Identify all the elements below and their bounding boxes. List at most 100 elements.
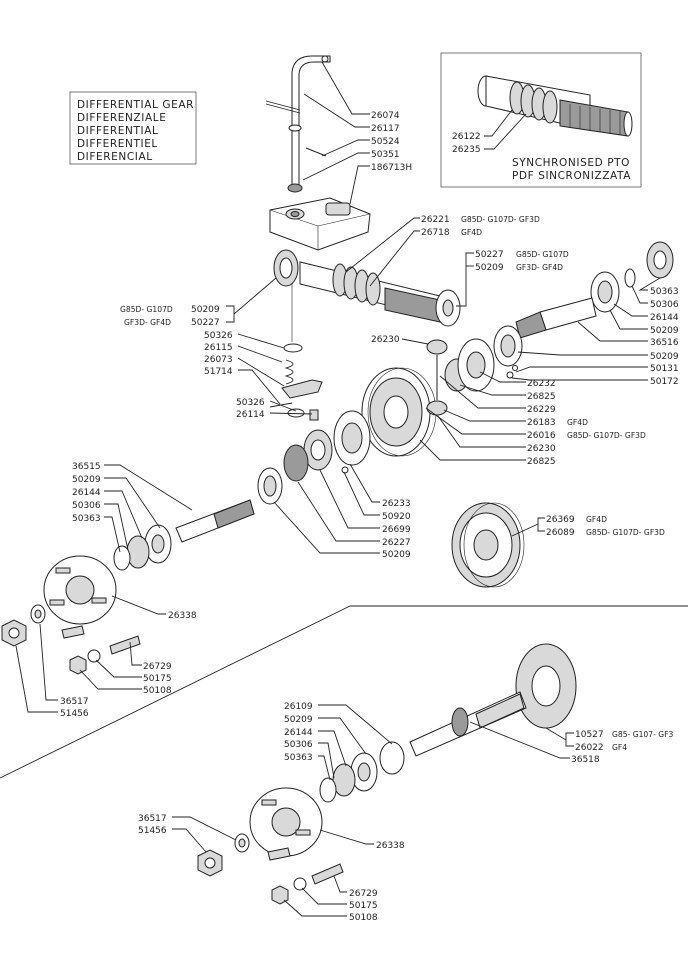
title-line-3: DIFFERENTIAL <box>77 125 158 137</box>
label-36516: 36516 <box>650 338 679 348</box>
label-50108-b: 50108 <box>349 913 378 923</box>
right-output-shaft <box>493 241 674 367</box>
label-50175-a: 50175 <box>143 674 172 684</box>
label-26825-b: 26825 <box>527 457 556 467</box>
label-36517-a: 36517 <box>60 697 89 707</box>
part-26122-label: 26122 <box>452 132 481 142</box>
label-51714: 51714 <box>204 367 233 377</box>
callout-labels: 26074 26117 50524 50351 186713H 26221 G8… <box>60 111 679 923</box>
label-50209-left: 50209 <box>191 305 220 315</box>
label-50108-a: 50108 <box>143 686 172 696</box>
label-26230-top: 26230 <box>371 335 400 345</box>
label-26109: 26109 <box>284 702 313 712</box>
label-50209-right: 50209 <box>475 263 504 273</box>
label-26117: 26117 <box>371 124 400 134</box>
label-50209-g: 50209 <box>284 715 313 725</box>
label-50306-right: 50306 <box>650 300 679 310</box>
label-26729-a: 26729 <box>143 662 172 672</box>
label-50172: 50172 <box>650 377 679 387</box>
title-line-5: DIFERENCIAL <box>77 151 153 163</box>
label-26825-a: 26825 <box>527 392 556 402</box>
label-10527: 10527 <box>575 730 604 740</box>
title-line-1: DIFFERENTIAL GEAR <box>77 99 194 111</box>
label-26369: 26369 <box>546 515 575 525</box>
label-50209-f: 50209 <box>382 550 411 560</box>
label-50920: 50920 <box>382 512 411 522</box>
label-26229: 26229 <box>527 405 556 415</box>
pto-shaft-drawing <box>477 75 633 137</box>
label-26022-models: GF4 <box>612 743 627 752</box>
title-line-4: DIFFERENTIEL <box>77 138 158 150</box>
label-50363-right: 50363 <box>650 287 679 297</box>
section-divider <box>0 605 688 779</box>
label-26233: 26233 <box>382 499 411 509</box>
label-26221-models: G85D- G107D- GF3D <box>461 215 540 224</box>
label-50209-right-c: 50209 <box>650 326 679 336</box>
diff-lock-lever-assembly <box>265 55 371 421</box>
label-26729-b: 26729 <box>349 889 378 899</box>
differential-assembly <box>257 338 518 505</box>
inset-caption-2: PDF SINCRONIZZATA <box>512 170 631 182</box>
label-51456-a: 51456 <box>60 709 89 719</box>
label-26016-models: G85D- G107D- GF3D <box>567 431 646 440</box>
label-26183: 26183 <box>527 418 556 428</box>
label-50306-b: 50306 <box>72 501 101 511</box>
label-36517-b: 36517 <box>138 814 167 824</box>
label-26089: 26089 <box>546 528 575 538</box>
leader-lines <box>15 61 661 917</box>
label-50175-b: 50175 <box>349 901 378 911</box>
alt-ring-gear <box>451 502 525 588</box>
label-26115: 26115 <box>204 343 233 353</box>
inset-caption-1: SYNCHRONISED PTO <box>512 157 630 169</box>
label-50227-left: 50227 <box>191 318 220 328</box>
label-50209-right-d: 50209 <box>650 352 679 362</box>
label-26230-b: 26230 <box>527 444 556 454</box>
label-26699: 26699 <box>382 525 411 535</box>
label-26089-models: G85D- G107D- GF3D <box>586 528 665 537</box>
label-50524: 50524 <box>371 137 400 147</box>
label-26016: 26016 <box>527 431 556 441</box>
label-26144-b: 26144 <box>72 488 101 498</box>
title-box: DIFFERENTIAL GEAR DIFFERENZIALE DIFFEREN… <box>69 91 197 165</box>
synchronised-pto-inset: 26122 26235 SYNCHRONISED PTO PDF SINCRON… <box>440 52 642 188</box>
label-26338-b: 26338 <box>376 841 405 851</box>
label-26144-c: 26144 <box>284 728 313 738</box>
label-26718: 26718 <box>421 228 450 238</box>
bearing-models-2: GF3D- GF4D <box>124 318 171 327</box>
label-50351: 50351 <box>371 150 400 160</box>
label-10527-models: G85- G107- GF3 <box>612 730 673 739</box>
label-26338-a: 26338 <box>168 611 197 621</box>
label-26221: 26221 <box>421 215 450 225</box>
label-36518: 36518 <box>571 755 600 765</box>
label-26369-models: GF4D <box>586 515 607 524</box>
label-50363-c: 50363 <box>284 753 313 763</box>
label-50227-right: 50227 <box>475 250 504 260</box>
label-50326-b: 50326 <box>236 398 265 408</box>
label-26114: 26114 <box>236 410 265 420</box>
bearing-models-1: G85D- G107D <box>120 305 173 314</box>
label-50326-a: 50326 <box>204 331 233 341</box>
label-50306-c: 50306 <box>284 740 313 750</box>
label-50209-right-models: GF3D- GF4D <box>516 263 563 272</box>
label-26232: 26232 <box>527 379 556 389</box>
label-26073: 26073 <box>204 355 233 365</box>
label-51456-b: 51456 <box>138 826 167 836</box>
label-26227: 26227 <box>382 538 411 548</box>
label-26183-models: GF4D <box>567 418 588 427</box>
label-26022: 26022 <box>575 743 604 753</box>
label-186713H: 186713H <box>371 163 412 173</box>
left-output-shaft <box>1 499 255 675</box>
label-26144-right: 26144 <box>650 313 679 323</box>
label-26074: 26074 <box>371 111 400 121</box>
label-50227-right-models: G85D- G107D <box>516 250 569 259</box>
part-26235-label: 26235 <box>452 145 481 155</box>
label-50363-b: 50363 <box>72 514 101 524</box>
pto-shaft-upper <box>273 249 461 327</box>
title-line-2: DIFFERENZIALE <box>77 112 166 124</box>
label-50131: 50131 <box>650 364 679 374</box>
label-26718-models: GF4D <box>461 228 482 237</box>
label-36515: 36515 <box>72 462 101 472</box>
lower-output-shaft <box>197 643 577 905</box>
